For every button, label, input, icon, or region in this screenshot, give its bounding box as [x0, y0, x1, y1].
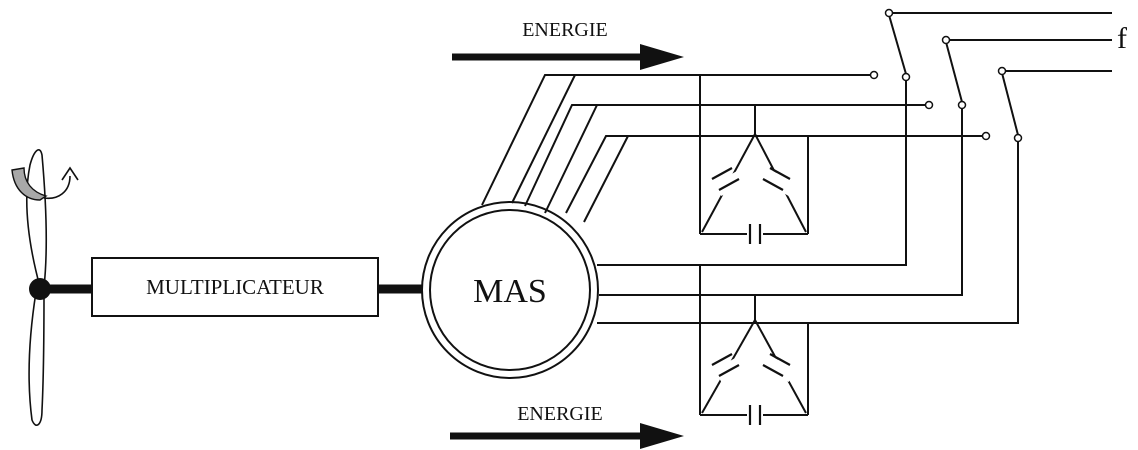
gearbox-block: MULTIPLICATEUR	[91, 257, 379, 317]
stator-lines-top	[481, 74, 982, 223]
induction-machine: MAS	[421, 201, 599, 379]
machine-label: MAS	[473, 273, 547, 310]
line-terminal	[981, 131, 991, 141]
energy-arrow-top: ENERGIE	[452, 19, 684, 70]
capacitor-bank-lower	[699, 265, 809, 425]
switch-contacts	[884, 8, 1112, 143]
rotation-arrow-icon	[43, 175, 71, 200]
energy-arrow-bottom: ENERGIE	[450, 403, 684, 449]
energy-label-bottom: ENERGIE	[517, 403, 603, 425]
rotor-hub	[29, 278, 51, 300]
rotation-band-icon	[11, 167, 48, 201]
line-terminal	[924, 100, 934, 110]
line-terminal	[869, 70, 879, 80]
grid-frequency-label: f	[1117, 22, 1127, 55]
gearbox-label: MULTIPLICATEUR	[146, 275, 324, 299]
capacitor-bank-upper	[699, 75, 809, 244]
wind-turbine-rotor	[11, 149, 79, 426]
energy-label-top: ENERGIE	[522, 19, 608, 41]
